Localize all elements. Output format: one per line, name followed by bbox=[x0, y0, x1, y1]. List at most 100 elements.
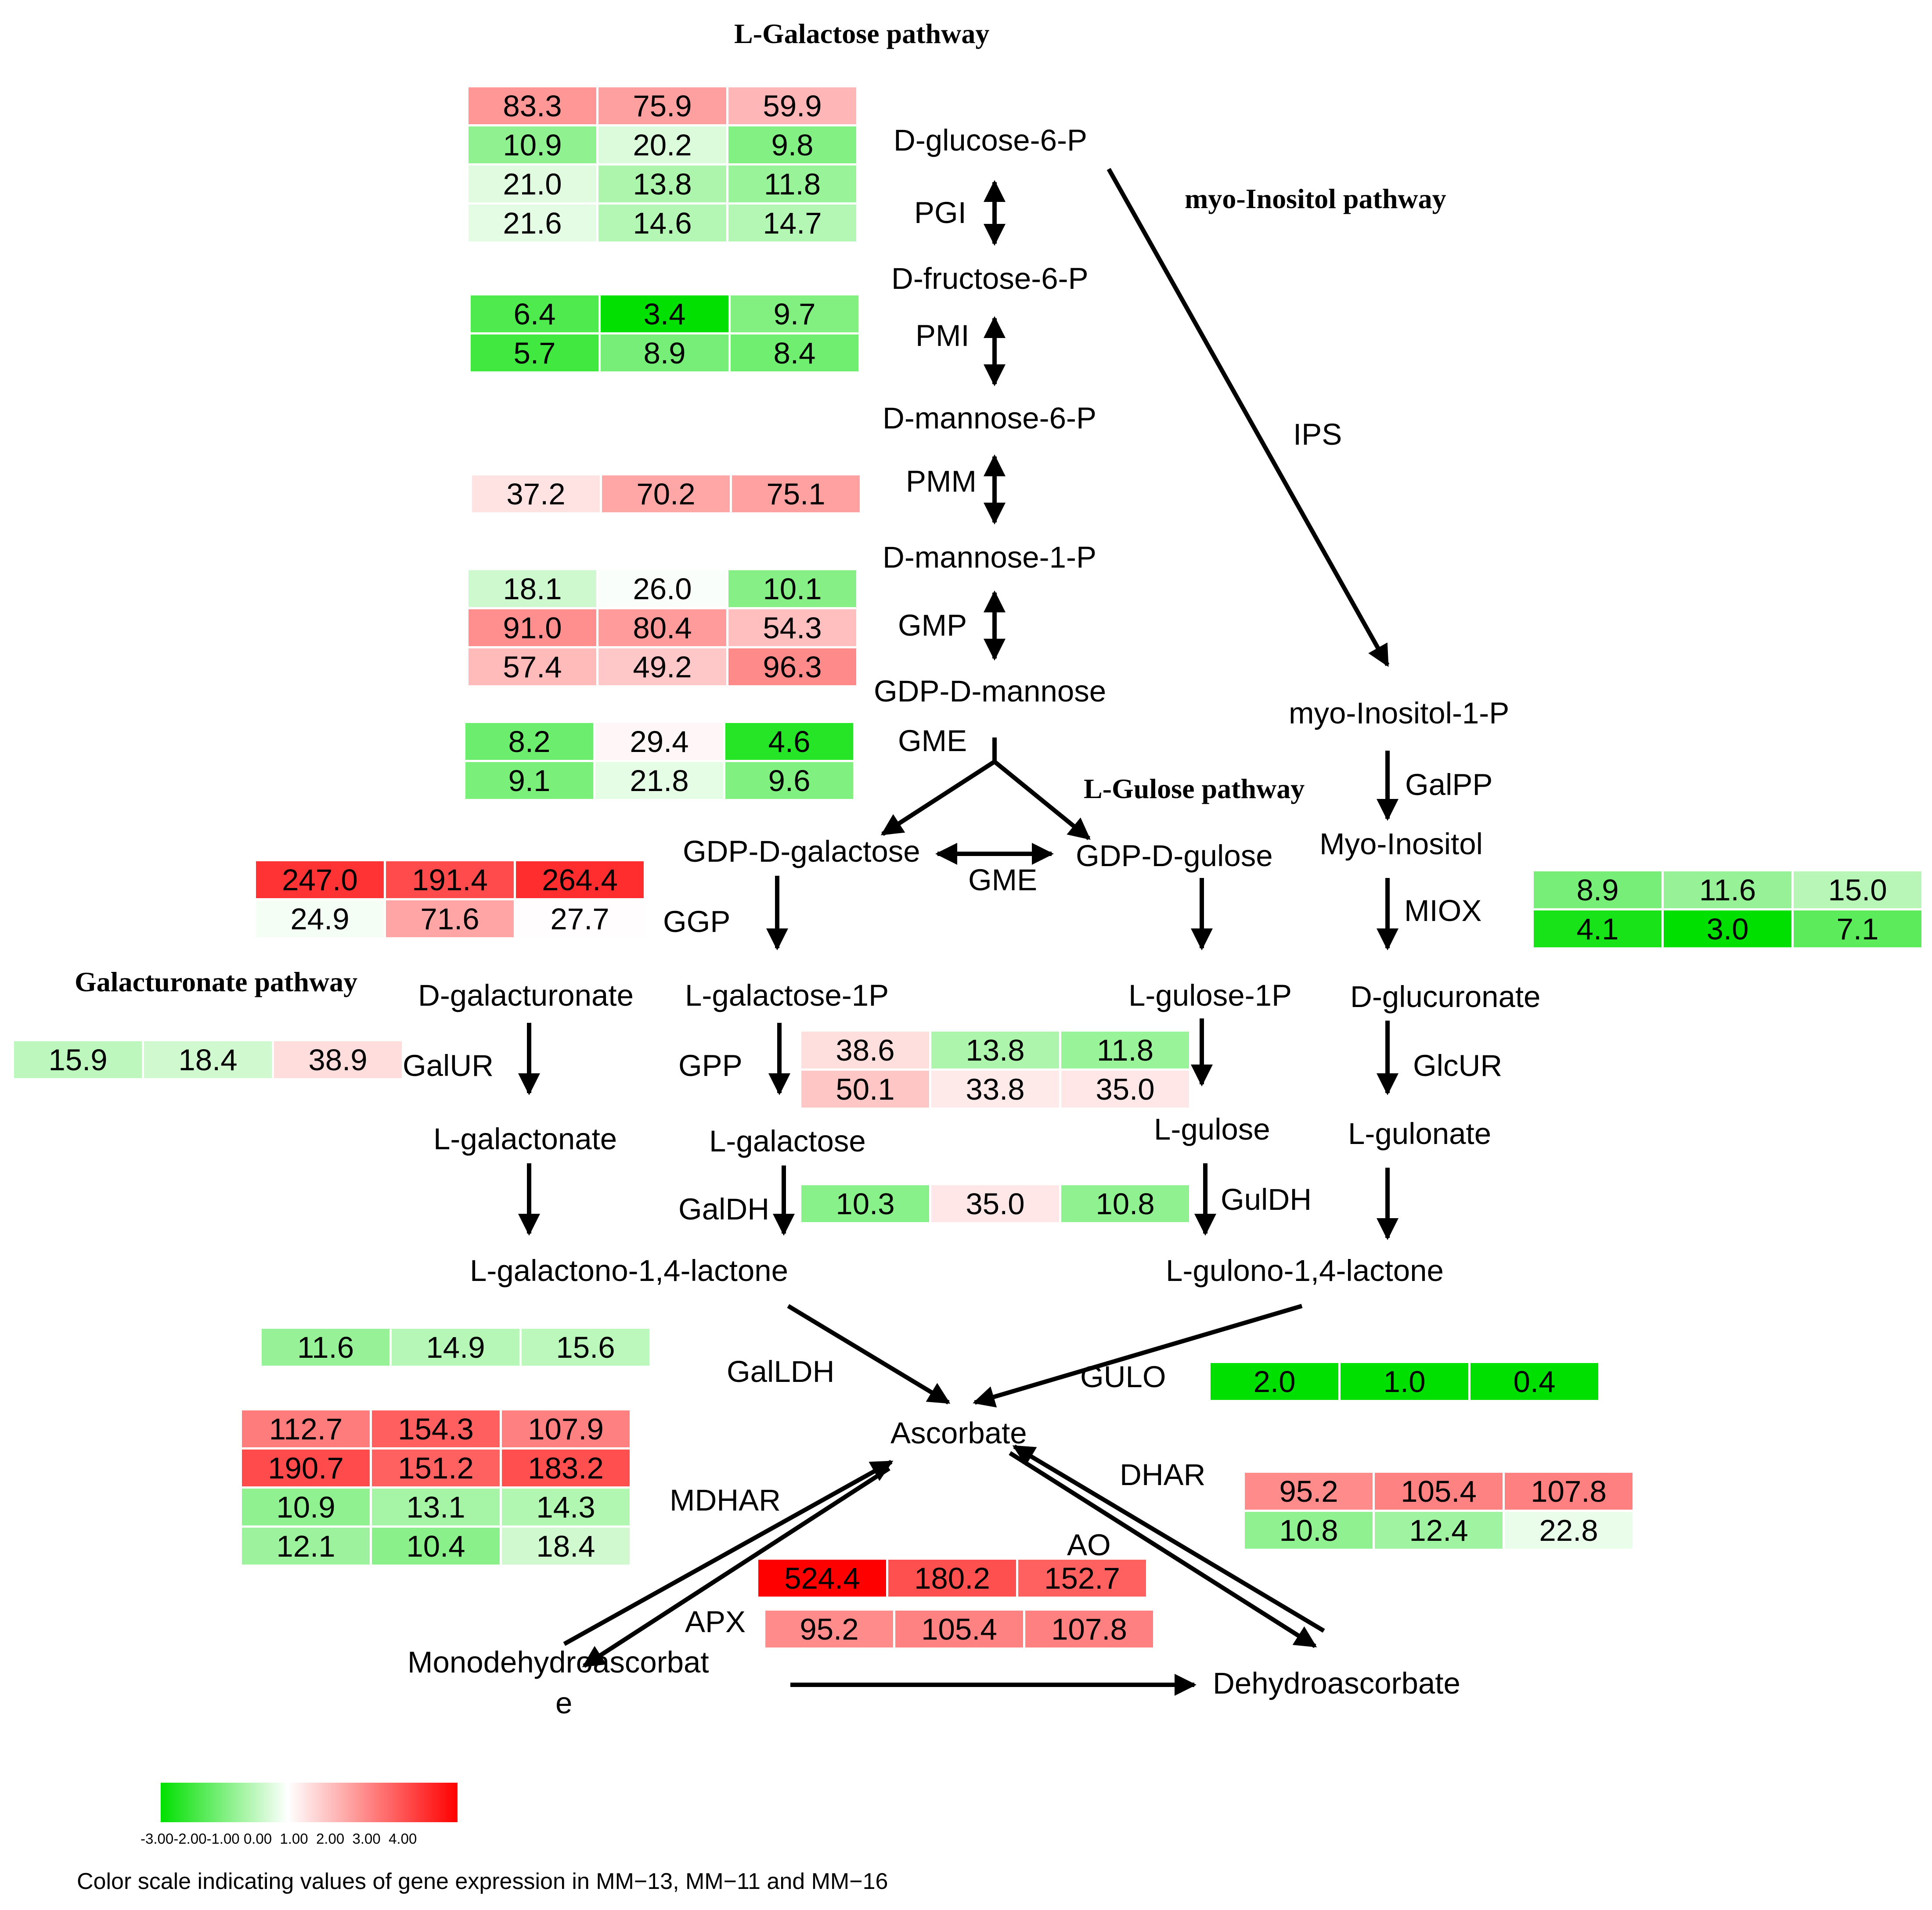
heatmap-cell: 13.8 bbox=[931, 1032, 1059, 1068]
heatmap-cell: 10.1 bbox=[728, 570, 856, 607]
heatmap-cell: 152.7 bbox=[1018, 1560, 1146, 1597]
metabolite-mannose-6p: D-mannose-6-P bbox=[883, 401, 1097, 435]
metabolite-l-galactonate: L-galactonate bbox=[433, 1122, 617, 1156]
title-inositol-pathway: myo-Inositol pathway bbox=[1185, 183, 1446, 214]
heatmap-cell: 154.3 bbox=[372, 1410, 500, 1447]
heatmap-cell: 11.6 bbox=[262, 1329, 389, 1366]
heatmap-cell: 21.6 bbox=[469, 205, 596, 241]
heatmap-cell: 107.9 bbox=[502, 1410, 630, 1447]
heatmap-cell: 38.6 bbox=[801, 1032, 929, 1068]
metabolite-d-glucuronate: D-glucuronate bbox=[1350, 980, 1541, 1014]
heatmap-cell: 3.0 bbox=[1664, 910, 1791, 947]
heatmap-cell: 105.4 bbox=[1375, 1473, 1503, 1510]
heatmap-cell: 21.0 bbox=[469, 165, 596, 202]
heatmap-cell: 18.1 bbox=[469, 570, 596, 607]
heatmap-cell: 14.7 bbox=[728, 205, 856, 241]
enzyme-gme-epimerase: GME bbox=[968, 863, 1038, 897]
heatmap-cell: 112.7 bbox=[242, 1410, 370, 1447]
heatmap-cell: 96.3 bbox=[728, 648, 856, 685]
heatmap-cell: 18.4 bbox=[502, 1528, 630, 1565]
heatmap-cell: 8.4 bbox=[731, 335, 858, 371]
enzyme-gmp: GMP bbox=[898, 608, 967, 642]
heatmap-cell: 27.7 bbox=[516, 900, 644, 937]
enzyme-gulo: GULO bbox=[1080, 1360, 1166, 1394]
enzyme-gpp: GPP bbox=[678, 1049, 743, 1083]
enzyme-ao: AO bbox=[1067, 1528, 1111, 1562]
metabolite-gdp-mannose: GDP-D-mannose bbox=[874, 674, 1107, 708]
heatmap-cell: 9.8 bbox=[728, 126, 856, 163]
arrow-galldh bbox=[787, 1304, 951, 1405]
heatmap-cell: 524.4 bbox=[758, 1560, 886, 1597]
title-gulose-pathway: L-Gulose pathway bbox=[1084, 773, 1305, 804]
arrow-gulo bbox=[973, 1304, 1303, 1408]
heatmap-cell: 20.2 bbox=[598, 126, 726, 163]
heatmap-cell: 247.0 bbox=[256, 861, 384, 898]
heatmap-cell: 35.0 bbox=[931, 1185, 1059, 1222]
heatmap-cell: 26.0 bbox=[598, 570, 726, 607]
heatmap-cell: 264.4 bbox=[516, 861, 644, 898]
heatmap-cell: 22.8 bbox=[1505, 1512, 1633, 1549]
heatmap-cell: 14.9 bbox=[392, 1329, 519, 1366]
heatmap-cell: 14.6 bbox=[598, 205, 726, 241]
heatmap-cell: 9.6 bbox=[725, 762, 853, 799]
heatmap-cell: 11.6 bbox=[1664, 871, 1791, 908]
heatmap-cell: 3.4 bbox=[601, 295, 728, 332]
heatmap-cell: 4.6 bbox=[725, 723, 853, 760]
enzyme-apx: APX bbox=[685, 1605, 746, 1639]
heatmap-cell: 15.9 bbox=[14, 1041, 142, 1078]
heatmap-cell: 8.9 bbox=[601, 335, 728, 371]
heatmap-cell: 71.6 bbox=[386, 900, 514, 937]
heatmap-cell: 13.1 bbox=[372, 1489, 500, 1525]
heatmap-cell: 10.3 bbox=[801, 1185, 929, 1222]
enzyme-pmi: PMI bbox=[916, 319, 970, 353]
heatmap-cell: 35.0 bbox=[1061, 1071, 1189, 1108]
heatmap-cell: 95.2 bbox=[1245, 1473, 1373, 1510]
heatmap-cell: 183.2 bbox=[502, 1450, 630, 1486]
heatmap-cell: 54.3 bbox=[728, 609, 856, 646]
enzyme-gme: GME bbox=[898, 724, 967, 758]
heatmap-cell: 83.3 bbox=[469, 87, 596, 124]
title-galactose-pathway: L-Galactose pathway bbox=[734, 18, 990, 49]
heatmap-cell: 5.7 bbox=[471, 335, 598, 371]
metabolite-ascorbate: Ascorbate bbox=[890, 1416, 1027, 1450]
heatmap-cell: 29.4 bbox=[595, 723, 723, 760]
metabolite-l-galactose-1p: L-galactose-1P bbox=[685, 978, 889, 1012]
enzyme-galdh: GalDH bbox=[678, 1192, 770, 1226]
heatmap-cell: 10.8 bbox=[1061, 1185, 1189, 1222]
heatmap-cell: 14.3 bbox=[502, 1489, 630, 1525]
color-scale-bar bbox=[161, 1783, 458, 1822]
heatmap-cell: 59.9 bbox=[728, 87, 856, 124]
heatmap-cell: 70.2 bbox=[602, 475, 730, 512]
metabolite-monodehydroascorbate-end: e bbox=[555, 1686, 573, 1720]
heatmap-cell: 7.1 bbox=[1794, 910, 1921, 947]
heatmap-cell: 38.9 bbox=[274, 1041, 402, 1078]
arrow-ao bbox=[1009, 1451, 1317, 1648]
metabolite-gdp-gulose: GDP-D-gulose bbox=[1076, 839, 1273, 873]
heatmap-cell: 0.4 bbox=[1471, 1363, 1598, 1400]
